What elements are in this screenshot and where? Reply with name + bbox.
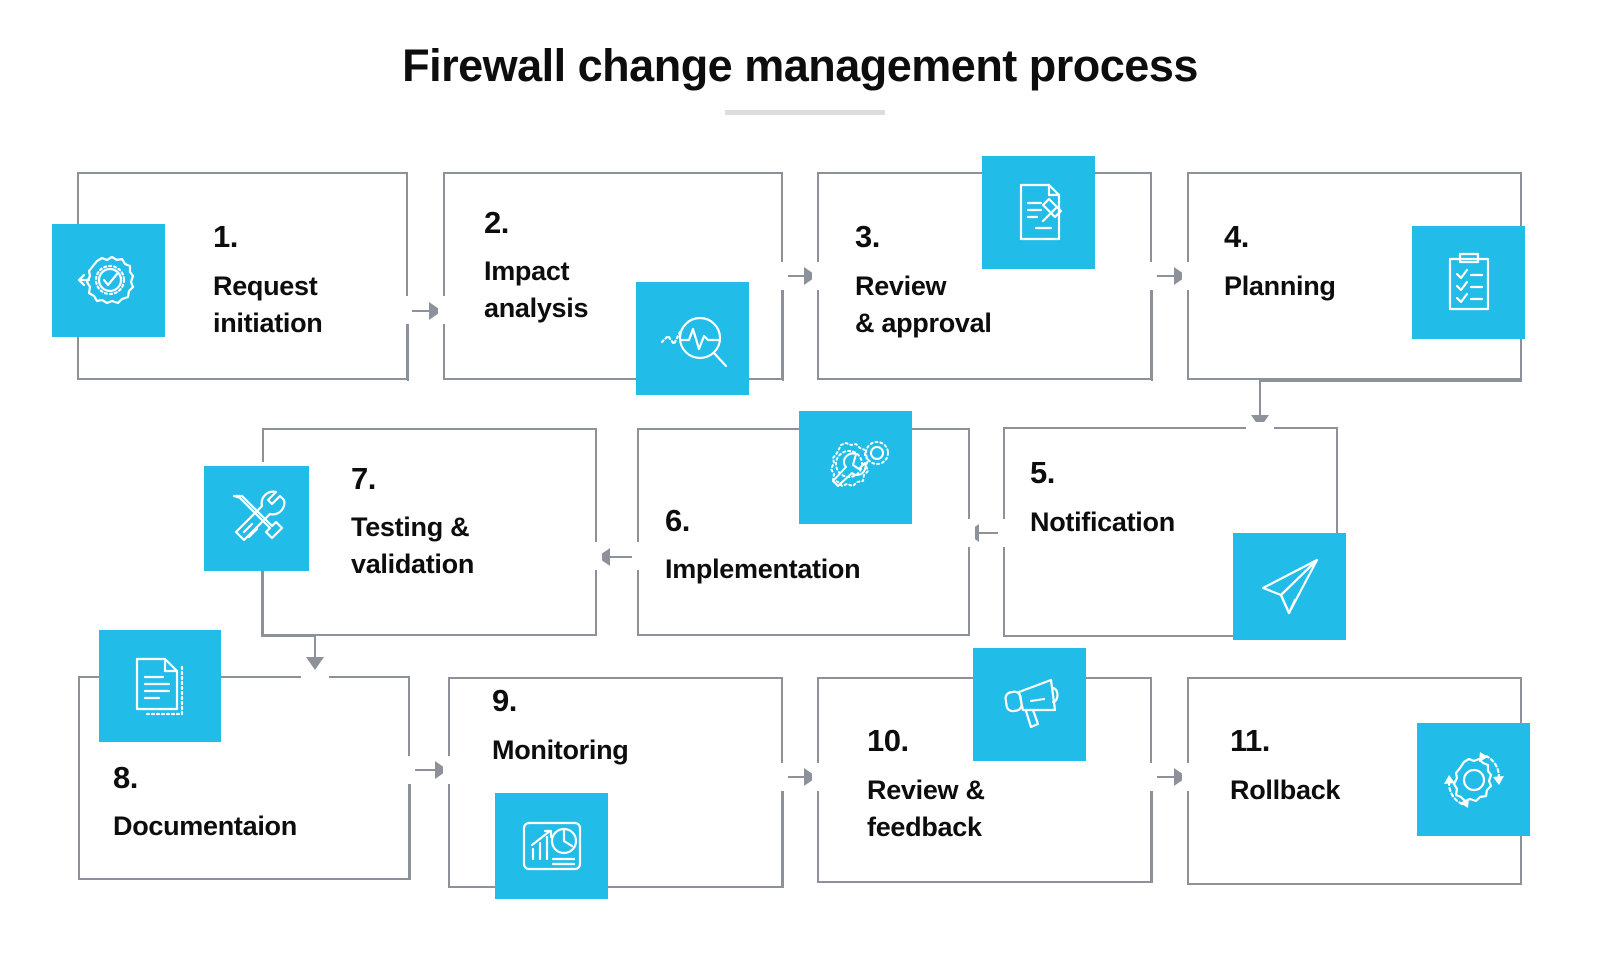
connector-7-to-8-horizontal xyxy=(261,635,316,637)
connector-10-to-11-vertical xyxy=(1151,777,1153,883)
connector-8-to-9-vertical xyxy=(409,770,411,880)
connector-4-to-5-horizontal xyxy=(1259,380,1522,382)
step-box-1-edge-gap xyxy=(402,296,412,324)
step-box-3-edge-gap-right xyxy=(1147,262,1157,290)
step-box-5-edge-gap-top xyxy=(1246,422,1274,432)
crossed-tools-icon xyxy=(232,490,285,541)
step-box-2-edge-gap-left xyxy=(438,296,448,324)
icon-tile-4[interactable] xyxy=(1412,226,1525,339)
connector-2-to-3-vertical xyxy=(782,276,784,381)
step-label-5: Notification xyxy=(1030,507,1175,537)
icon-tile-9[interactable] xyxy=(495,793,608,899)
step-label-7: Testing & validation xyxy=(351,512,475,580)
step-label-8: Documentaion xyxy=(113,811,297,841)
connector-1-to-2-vertical xyxy=(407,311,409,381)
step-box-10-edge-gap-left xyxy=(812,763,822,791)
connector-1-to-2-horizontal xyxy=(407,310,442,312)
dashboard-chart-icon xyxy=(522,821,581,871)
step-box-11-edge-gap-left xyxy=(1182,763,1192,791)
step-label-1: Request initiation xyxy=(213,271,323,339)
arrow-7-to-8 xyxy=(306,657,324,670)
step-box-6-edge-gap-right xyxy=(965,519,975,547)
step-label-3: Review & approval xyxy=(855,271,992,339)
step-label-6: Implementation xyxy=(665,554,861,584)
step-box-9-edge-gap-right xyxy=(778,763,788,791)
paper-plane-icon xyxy=(1261,558,1318,614)
connector-4-to-5-vertical xyxy=(1259,380,1261,426)
connector-9-to-10-vertical xyxy=(782,777,784,888)
step-box-8-edge-gap-right xyxy=(405,756,415,784)
step-number-2: 2. xyxy=(484,205,509,240)
connector-3-to-4-horizontal xyxy=(1151,275,1186,277)
step-number-6: 6. xyxy=(665,503,690,538)
step-number-7: 7. xyxy=(351,461,376,496)
icon-tile-2[interactable] xyxy=(636,282,749,395)
step-number-4: 4. xyxy=(1224,219,1249,254)
step-number-9: 9. xyxy=(492,683,517,718)
step-box-7-edge-gap-right xyxy=(592,542,602,570)
connector-8-to-9-horizontal xyxy=(409,769,448,771)
icon-tile-10[interactable] xyxy=(973,648,1086,761)
connector-5-to-6-horizontal xyxy=(966,532,1004,534)
step-box-8-edge-gap-top xyxy=(301,671,329,681)
gear-check-arrow-icon xyxy=(77,255,134,304)
step-number-5: 5. xyxy=(1030,455,1055,490)
icon-tile-5[interactable] xyxy=(1233,533,1346,640)
clipboard-checklist-icon xyxy=(1448,252,1489,310)
connector-3-to-4-vertical xyxy=(1151,276,1153,381)
icon-tile-1[interactable] xyxy=(52,224,165,337)
wrench-gears-icon xyxy=(829,440,889,487)
step-number-1: 1. xyxy=(213,219,238,254)
step-label-9: Monitoring xyxy=(492,735,629,765)
icon-tile-7[interactable] xyxy=(204,466,309,571)
step-box-5-edge-gap-left xyxy=(998,519,1008,547)
page-title: Firewall change management process xyxy=(402,40,1198,91)
step-box-3-edge-gap-left xyxy=(812,262,822,290)
step-label-11: Rollback xyxy=(1230,775,1341,805)
step-box-4-edge-gap-left xyxy=(1182,262,1192,290)
step-number-8: 8. xyxy=(113,760,138,795)
connector-6-to-7-horizontal xyxy=(597,556,638,558)
icon-tile-11[interactable] xyxy=(1417,723,1530,836)
document-gavel-icon xyxy=(1019,183,1062,240)
megaphone-icon xyxy=(1003,678,1059,728)
gear-refresh-icon xyxy=(1443,751,1504,808)
document-pages-icon xyxy=(135,657,184,716)
connector-9-to-10-horizontal xyxy=(782,776,817,778)
connector-7-to-8-vertical-b xyxy=(314,635,316,668)
connector-2-to-3-horizontal xyxy=(782,275,817,277)
step-box-6-edge-gap-left xyxy=(632,542,642,570)
step-label-10: Review & feedback xyxy=(867,775,985,843)
step-label-4: Planning xyxy=(1224,271,1336,301)
icon-tile-8[interactable] xyxy=(99,630,221,742)
step-box-2-edge-gap-right xyxy=(778,262,788,290)
step-box-10-edge-gap-right xyxy=(1147,763,1157,791)
pulse-magnifier-icon xyxy=(660,316,727,367)
step-number-3: 3. xyxy=(855,219,880,254)
icon-tile-6[interactable] xyxy=(799,411,912,524)
step-box-9-edge-gap-left xyxy=(443,756,453,784)
step-number-11: 11. xyxy=(1230,723,1270,758)
step-label-2: Impact analysis xyxy=(484,256,589,324)
connector-10-to-11-horizontal xyxy=(1151,776,1186,778)
title-underline-rule xyxy=(725,110,885,115)
step-number-10: 10. xyxy=(867,723,909,758)
icon-tile-3[interactable] xyxy=(982,156,1095,269)
